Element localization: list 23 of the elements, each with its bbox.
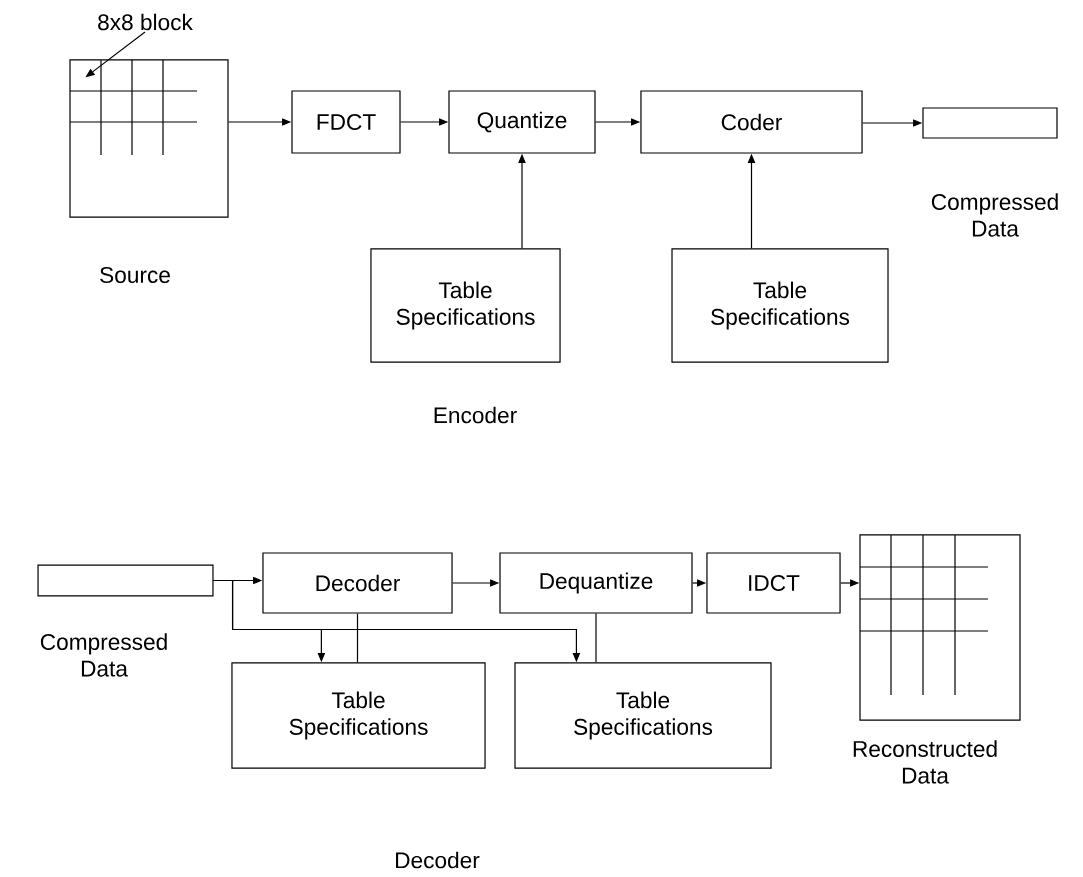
image-grid bbox=[69, 59, 229, 218]
process-box: Table Specifications bbox=[370, 248, 561, 363]
process-box: FDCT bbox=[291, 90, 401, 154]
section-label: Decoder bbox=[396, 851, 480, 869]
process-box: Table Specifications bbox=[231, 662, 486, 769]
section-label: Encoder bbox=[434, 406, 517, 424]
node-caption: Reconstructed Data bbox=[853, 740, 997, 784]
connector-line bbox=[356, 613, 359, 663]
node-caption: Compressed Data bbox=[40, 633, 167, 677]
connector-line bbox=[595, 613, 597, 663]
data-bar bbox=[922, 107, 1058, 139]
callout-text: 8x8 block bbox=[98, 13, 193, 31]
image-grid bbox=[859, 534, 1021, 721]
data-bar bbox=[37, 564, 214, 597]
node-caption: Source bbox=[100, 266, 170, 284]
process-box: Table Specifications bbox=[514, 662, 772, 769]
process-box: IDCT bbox=[706, 552, 841, 614]
process-box: Decoder bbox=[262, 552, 453, 614]
process-box: Coder bbox=[640, 90, 863, 154]
node-caption: Compressed Data bbox=[931, 193, 1058, 237]
process-box: Quantize bbox=[448, 90, 596, 154]
process-box: Table Specifications bbox=[671, 248, 889, 363]
process-box: Dequantize bbox=[499, 552, 693, 614]
